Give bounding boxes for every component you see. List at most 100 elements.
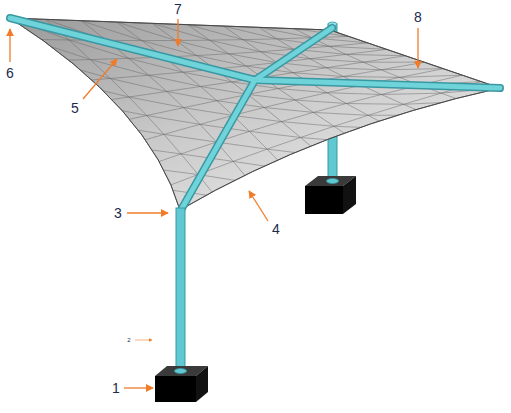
mesh-line xyxy=(209,39,242,41)
mesh-line xyxy=(343,76,399,78)
mesh-line xyxy=(243,38,277,40)
back-base xyxy=(305,176,356,214)
mesh-line xyxy=(264,100,295,107)
mesh-line xyxy=(181,154,198,175)
mesh-line xyxy=(223,26,243,40)
leader-arrow xyxy=(177,19,178,46)
mesh-line xyxy=(67,78,111,82)
mesh-line xyxy=(251,169,287,183)
mesh-line xyxy=(295,93,327,100)
mesh-line xyxy=(393,115,429,129)
mesh-line xyxy=(326,68,381,70)
mesh-line xyxy=(209,40,260,51)
mesh-line xyxy=(278,89,327,93)
mesh-line xyxy=(149,75,201,86)
mesh-line xyxy=(313,103,346,112)
mesh-line xyxy=(129,91,167,97)
mesh-line xyxy=(184,101,217,108)
mesh-line xyxy=(164,134,216,142)
mesh-line xyxy=(346,103,368,115)
membrane-edge xyxy=(10,18,500,210)
mesh-line xyxy=(86,97,129,103)
mesh-line xyxy=(363,56,405,62)
mesh-line xyxy=(358,129,394,143)
mesh-line xyxy=(29,39,48,60)
mesh-line xyxy=(327,93,346,104)
mesh-line xyxy=(301,126,334,137)
mesh-line xyxy=(293,73,343,77)
mesh-line xyxy=(301,137,323,155)
mesh-line xyxy=(329,43,368,46)
mesh-line xyxy=(161,189,180,210)
leader-arrow xyxy=(9,29,10,62)
mesh-line xyxy=(90,58,128,59)
mesh-line xyxy=(295,100,346,103)
mesh-line xyxy=(334,115,368,126)
mesh-line xyxy=(123,146,142,167)
mesh-line xyxy=(301,137,358,142)
callout-number: 4 xyxy=(272,222,280,236)
leader-arrow xyxy=(249,191,268,221)
mesh-line xyxy=(110,78,166,91)
mesh-line xyxy=(167,91,217,100)
mesh-line xyxy=(152,23,209,40)
mesh-line xyxy=(267,137,300,149)
mesh-line xyxy=(233,149,267,161)
mesh-line xyxy=(164,124,200,134)
mesh-line xyxy=(129,97,184,108)
callout-number: 7 xyxy=(174,2,182,16)
mesh-line xyxy=(281,112,313,121)
mesh-line xyxy=(249,122,281,132)
mesh-line xyxy=(313,112,334,126)
beams xyxy=(10,18,500,210)
mesh-line xyxy=(313,112,368,115)
mesh-line xyxy=(267,149,287,169)
mesh-line xyxy=(261,49,294,51)
mesh-line xyxy=(264,107,281,121)
mesh-line xyxy=(90,60,148,76)
mesh-line xyxy=(334,126,358,142)
mesh-line xyxy=(264,107,313,112)
front-base xyxy=(155,366,208,402)
callout-number: 6 xyxy=(6,66,14,80)
mesh-line xyxy=(123,134,164,146)
mesh-line xyxy=(104,125,164,135)
callout-number: 3 xyxy=(114,206,122,220)
mesh-line xyxy=(343,70,381,77)
mesh-line xyxy=(147,116,200,125)
membrane-surface xyxy=(10,18,500,210)
mesh-line xyxy=(381,70,400,78)
mesh-line xyxy=(346,54,406,55)
leader-arrows xyxy=(10,19,418,388)
mesh-line xyxy=(117,22,142,41)
callout-number: 1 xyxy=(112,381,120,395)
mesh-line xyxy=(29,39,90,59)
mesh-line xyxy=(200,86,247,94)
mesh-line xyxy=(281,122,300,138)
mesh-line xyxy=(287,156,323,170)
front-column xyxy=(176,208,185,376)
leader-arrow xyxy=(124,387,153,388)
mesh-line xyxy=(48,61,67,82)
mesh-line xyxy=(147,108,184,116)
mesh-line xyxy=(381,69,443,70)
mesh-line xyxy=(277,38,312,39)
mesh-line xyxy=(429,102,465,116)
mesh-line xyxy=(110,75,148,78)
mesh-line xyxy=(346,49,387,54)
mesh-line xyxy=(249,131,267,149)
mesh-line xyxy=(147,116,164,135)
mesh-line xyxy=(149,75,167,91)
mesh-line xyxy=(281,122,334,127)
mesh-line xyxy=(197,54,229,56)
leader-arrow xyxy=(135,340,152,341)
mesh-line xyxy=(104,116,146,125)
mesh-line xyxy=(152,23,176,40)
mesh-line xyxy=(188,25,210,41)
callout-number: 5 xyxy=(71,101,79,115)
mesh-line xyxy=(248,94,295,100)
mesh-line xyxy=(216,183,252,197)
callout-number: 8 xyxy=(414,10,422,24)
